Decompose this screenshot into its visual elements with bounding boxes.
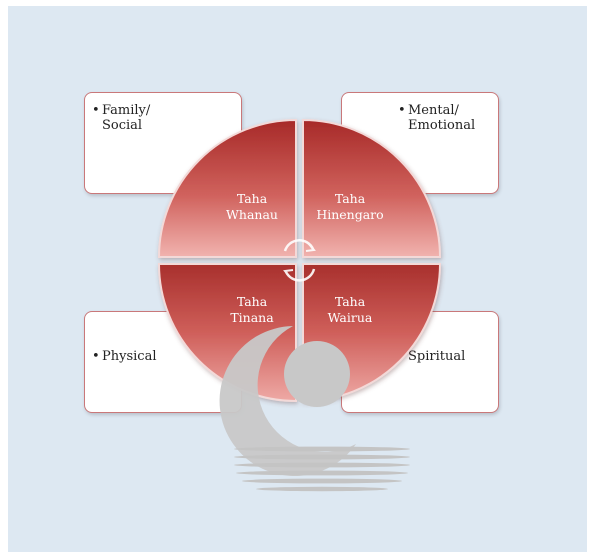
quadrant-label-top-left-line1: Taha [237, 191, 268, 206]
crescent-logo-icon [219, 326, 410, 492]
quadrant-label-top-right-line2: Hinengaro [316, 207, 383, 222]
family-social-label: Family/ Social [102, 103, 151, 133]
bullet: • [398, 103, 406, 118]
quadrant-label-bottom-left-line1: Taha [237, 294, 268, 309]
quadrant-label-top-left-line2: Whanau [226, 207, 278, 222]
spiritual-label: Spiritual [408, 349, 466, 364]
circular-arrows-icon [283, 239, 316, 282]
quadrant-top-left [157, 118, 297, 258]
quadrant-label-bottom-right-line1: Taha [335, 294, 366, 309]
quadrant-label-top-right-line1: Taha [335, 191, 366, 206]
physical-label: Physical [102, 349, 157, 364]
quadrant-label-bottom-left-line2: Tinana [230, 310, 274, 325]
quadrant-label-bottom-right-line2: Wairua [328, 310, 373, 325]
bullet: • [92, 349, 100, 364]
bullet: • [92, 103, 100, 118]
quadrant-bottom-left [157, 263, 297, 403]
mental-emotional-label: Mental/ Emotional [408, 103, 476, 133]
quadrant-top-right [302, 118, 442, 258]
